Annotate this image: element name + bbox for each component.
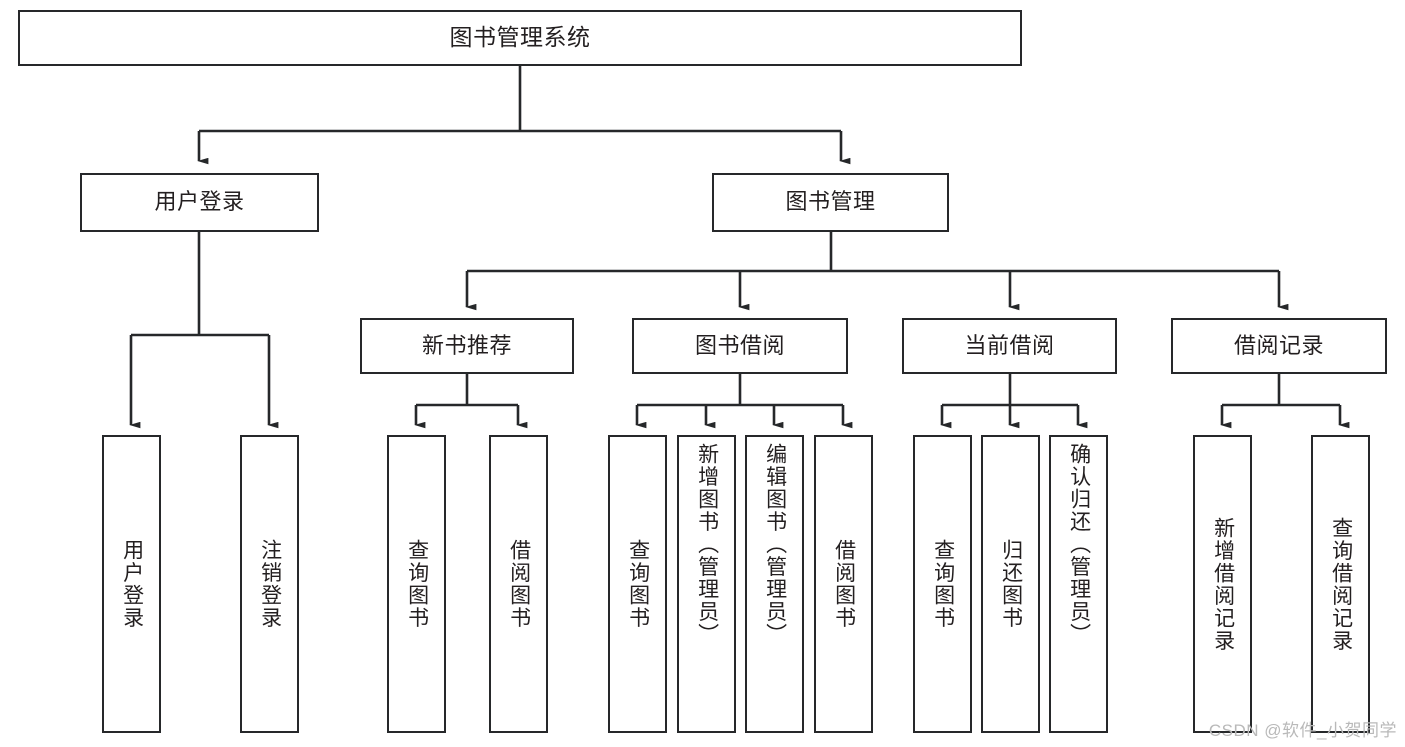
node-current-borrow[interactable]: 当前借阅 <box>902 318 1117 374</box>
node-label: 查询借阅记录 <box>1329 516 1353 652</box>
node-label: 借阅图书 <box>832 539 856 629</box>
node-label: 借阅图书 <box>507 539 531 629</box>
node-label: 确认归还（管理员） <box>1067 443 1091 646</box>
watermark-text: CSDN @软件_小贺同学 <box>1208 721 1397 740</box>
node-label: 编辑图书（管理员） <box>763 443 787 646</box>
node-book-borrow[interactable]: 图书借阅 <box>632 318 848 374</box>
node-label: 查询图书 <box>405 539 429 629</box>
node-label: 图书管理 <box>785 189 876 215</box>
node-leaf-edit-book-admin[interactable]: 编辑图书（管理员） <box>745 435 804 733</box>
node-leaf-add-borrow-record[interactable]: 新增借阅记录 <box>1193 435 1252 733</box>
node-leaf-query-book-1[interactable]: 查询图书 <box>387 435 446 733</box>
node-label: 借阅记录 <box>1233 332 1324 358</box>
node-leaf-query-book-3[interactable]: 查询图书 <box>913 435 972 733</box>
node-label: 图书管理系统 <box>449 24 591 51</box>
node-label: 查询图书 <box>931 539 955 629</box>
node-label: 用户登录 <box>154 189 245 215</box>
node-leaf-confirm-return-admin[interactable]: 确认归还（管理员） <box>1049 435 1108 733</box>
node-borrow-record[interactable]: 借阅记录 <box>1171 318 1387 374</box>
node-leaf-borrow-book-1[interactable]: 借阅图书 <box>489 435 548 733</box>
node-label: 注销登录 <box>258 539 282 629</box>
node-leaf-logout-login[interactable]: 注销登录 <box>240 435 299 733</box>
node-root-system[interactable]: 图书管理系统 <box>18 10 1022 66</box>
node-label: 当前借阅 <box>964 332 1055 358</box>
node-leaf-return-book[interactable]: 归还图书 <box>981 435 1040 733</box>
node-leaf-query-book-2[interactable]: 查询图书 <box>608 435 667 733</box>
node-leaf-borrow-book-2[interactable]: 借阅图书 <box>814 435 873 733</box>
node-label: 新增图书（管理员） <box>695 443 719 646</box>
node-new-book-recommend[interactable]: 新书推荐 <box>360 318 574 374</box>
node-book-management[interactable]: 图书管理 <box>712 173 949 232</box>
node-leaf-add-book-admin[interactable]: 新增图书（管理员） <box>677 435 736 733</box>
node-label: 新增借阅记录 <box>1211 516 1235 652</box>
node-label: 查询图书 <box>626 539 650 629</box>
node-label: 归还图书 <box>999 539 1023 629</box>
node-user-login[interactable]: 用户登录 <box>80 173 319 232</box>
node-label: 新书推荐 <box>421 332 512 358</box>
node-label: 用户登录 <box>120 539 144 629</box>
node-leaf-user-login[interactable]: 用户登录 <box>102 435 161 733</box>
node-label: 图书借阅 <box>694 332 785 358</box>
node-leaf-query-borrow-record[interactable]: 查询借阅记录 <box>1311 435 1370 733</box>
